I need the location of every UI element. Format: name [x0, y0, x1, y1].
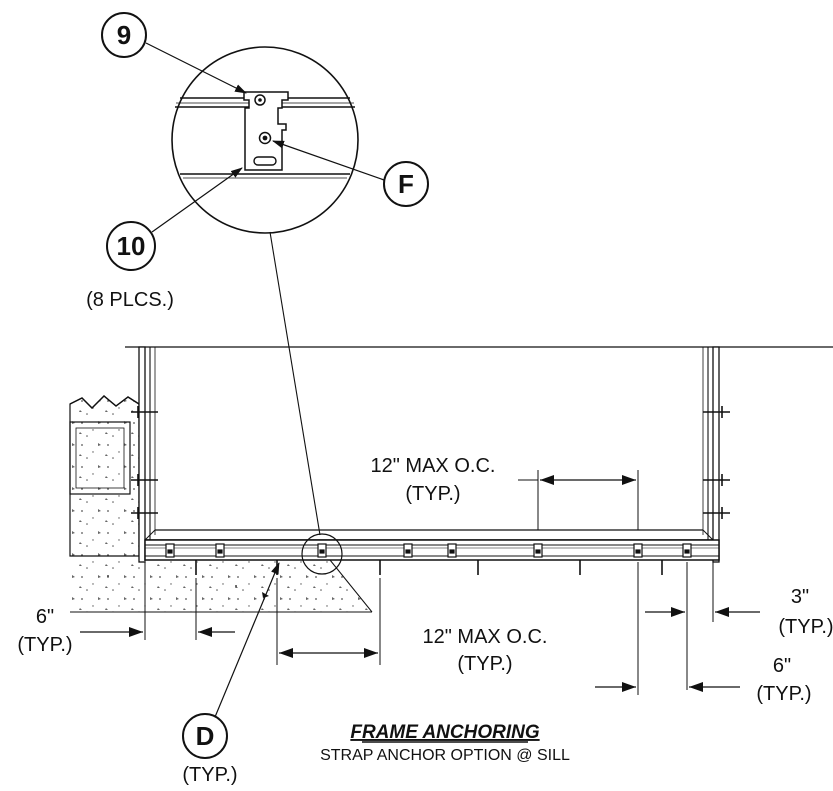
right-jamb — [712, 346, 720, 563]
right-6-typ: (TYP.) — [756, 683, 811, 705]
sill-strap-clips — [165, 543, 692, 558]
dimension-lower-oc: 12" MAX O.C. (TYP.) — [276, 578, 548, 675]
lower-oc-label: 12" MAX O.C. — [423, 626, 548, 648]
right-3-typ: (TYP.) — [778, 616, 833, 638]
callout-9-text: 9 — [117, 20, 131, 50]
dimension-upper-oc: 12" MAX O.C. (TYP.) — [371, 455, 639, 530]
callout-10-note: (8 PLCS.) — [86, 289, 174, 311]
callout-9: 9 — [101, 12, 247, 94]
slot — [253, 156, 277, 166]
left-6-typ: (TYP.) — [17, 634, 72, 656]
left-6-label: 6" — [36, 606, 54, 628]
detail-leader — [269, 231, 321, 536]
detail-circle — [171, 46, 359, 234]
sill — [144, 539, 720, 561]
right-3-label: 3" — [791, 586, 809, 608]
callout-F-text: F — [398, 169, 414, 199]
upper-oc-label: 12" MAX O.C. — [371, 455, 496, 477]
main-section — [69, 346, 833, 613]
left-jamb — [138, 346, 146, 563]
callout-D-text: D — [196, 721, 215, 751]
dimension-right-3: 3" (TYP.) — [645, 562, 833, 690]
upper-oc-typ: (TYP.) — [405, 483, 460, 505]
callout-F: F — [272, 140, 429, 207]
detail-view — [171, 46, 359, 234]
callout-10: 10 (8 PLCS.) — [86, 167, 243, 311]
drawing-subtitle: STRAP ANCHOR OPTION @ SILL — [320, 747, 570, 764]
callout-D-note: (TYP.) — [182, 764, 237, 786]
detail-reference-circle — [301, 533, 343, 575]
dimension-left-6: 6" (TYP.) — [17, 562, 235, 656]
drawing-title: FRAME ANCHORING — [350, 722, 540, 743]
strap-clip-enlarged — [243, 91, 289, 171]
drawing-title-block: FRAME ANCHORING STRAP ANCHOR OPTION @ SI… — [320, 722, 570, 764]
dimension-right-6: 6" (TYP.) — [595, 562, 812, 705]
callout-D: D (TYP.) — [182, 562, 280, 786]
right-6-label: 6" — [773, 655, 791, 677]
callout-10-text: 10 — [117, 231, 146, 261]
lower-oc-typ: (TYP.) — [457, 653, 512, 675]
